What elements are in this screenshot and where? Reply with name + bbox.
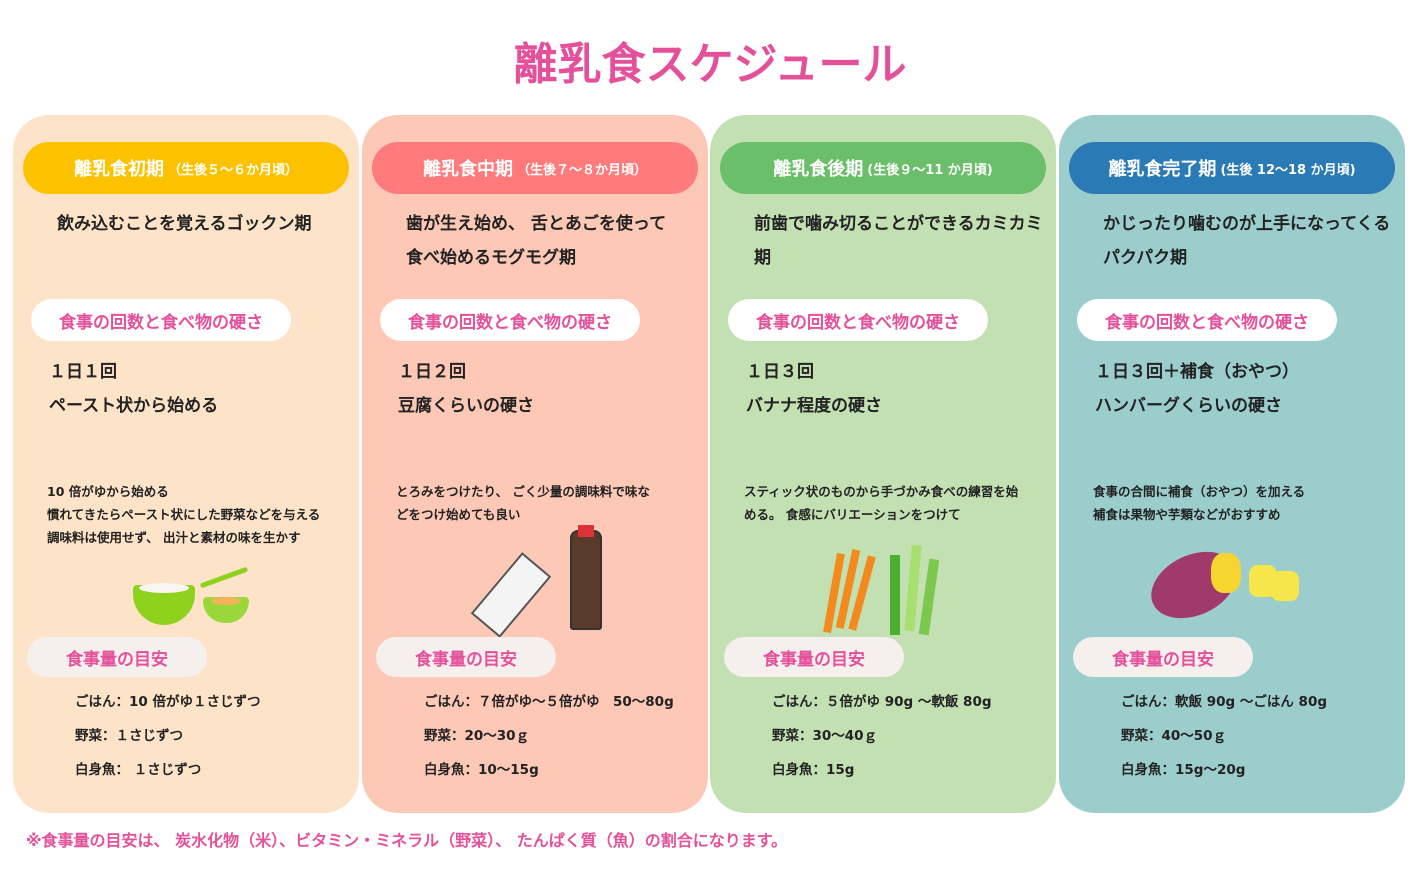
stage-notes: 食事の合間に補食（おやつ）を加える補食は果物や芋類などがおすすめ (1093, 480, 1393, 526)
frequency-heading: 食事の回数と食べ物の硬さ (728, 299, 988, 341)
stage-description: 飲み込むことを覚えるゴックン期 (57, 207, 347, 241)
note-line: 食事の合間に補食（おやつ）を加える (1093, 484, 1306, 499)
frequency-line: １日３回 (746, 362, 814, 382)
stage-notes: 10 倍がゆから始める慣れてきたらペースト状にした野菜などを与える調味料は使用せ… (47, 480, 347, 549)
stage-description: 前歯で噛み切ることができるカミカミ期 (754, 207, 1044, 275)
stage-notes: スティック状のものから手づかみ食べの練習を始める。 食感にバリエーションをつけて (744, 480, 1044, 526)
amount-list: ごはん：軟飯 90g ～ごはん 80g 野菜：40～50ｇ 白身魚：15g～20g (1121, 685, 1327, 787)
description-line: かじったり噛むのが上手になってくる (1103, 214, 1391, 234)
stage-age: （生後７～８か月頃） (516, 162, 647, 178)
amount-heading: 食事量の目安 (724, 637, 904, 677)
stage-card: 離乳食初期（生後５～６か月頃） 飲み込むことを覚えるゴックン期 食事の回数と食べ… (13, 115, 359, 813)
amount-line: 野菜：20～30ｇ (424, 728, 530, 744)
note-line: どをつけ始めても良い (396, 507, 521, 522)
description-line: 食べ始めるモグモグ期 (406, 248, 576, 268)
frequency-line: バナナ程度の硬さ (746, 396, 882, 416)
stage-name: 離乳食初期 (73, 159, 164, 180)
amount-line: ごはん：７倍がゆ～５倍がゆ 50～80g (424, 694, 674, 710)
footnote: ※食事量の目安は、 炭水化物（米）、ビタミン・ミネラル（野菜）、 たんぱく質（魚… (26, 831, 788, 850)
stage-description: かじったり噛むのが上手になってくるパクパク期 (1103, 207, 1393, 275)
stage-age: （生後５～６か月頃） (167, 162, 298, 178)
description-line: 前歯で噛み切ることができるカミカミ期 (754, 214, 1043, 268)
stage-notes: とろみをつけたり、 ごく少量の調味料で味などをつけ始めても良い (396, 480, 696, 526)
note-line: 10 倍がゆから始める (47, 484, 169, 499)
amount-list: ごはん：５倍がゆ 90g ～軟飯 80g 野菜：30～40ｇ 白身魚：15g (772, 685, 992, 787)
stage-card: 離乳食完了期(生後 12～18 か月頃) かじったり噛むのが上手になってくるパク… (1059, 115, 1405, 813)
stage-age: (生後９～11 か月頃) (867, 162, 993, 178)
amount-line: 野菜：１さじずつ (75, 728, 183, 744)
frequency-info: １日３回＋補食（おやつ） ハンバーグくらいの硬さ (1095, 355, 1299, 423)
frequency-heading: 食事の回数と食べ物の硬さ (1077, 299, 1337, 341)
note-line: 慣れてきたらペースト状にした野菜などを与える (47, 507, 321, 522)
stage-name: 離乳食後期 (773, 159, 864, 180)
frequency-line: 豆腐くらいの硬さ (398, 396, 534, 416)
frequency-info: １日１回ペースト状から始める (49, 355, 218, 423)
stage-header: 離乳食完了期(生後 12～18 か月頃) (1069, 142, 1395, 194)
amount-line: 野菜：40～50ｇ (1121, 728, 1227, 744)
page-title: 離乳食スケジュール (513, 39, 907, 90)
amount-heading: 食事量の目安 (376, 637, 556, 677)
note-line: 調味料は使用せず、 出汁と素材の味を生かす (47, 530, 301, 545)
amount-list: ごはん：７倍がゆ～５倍がゆ 50～80g 野菜：20～30ｇ 白身魚：10～15g (424, 685, 674, 787)
amount-line: ごはん：５倍がゆ 90g ～軟飯 80g (772, 694, 992, 710)
note-line: める。 食感にバリエーションをつけて (744, 507, 961, 522)
amount-line: ごはん：10 倍がゆ１さじずつ (75, 694, 261, 710)
stage-card: 離乳食中期（生後７～８か月頃） 歯が生え始め、 舌とあごを使って食べ始めるモグモ… (362, 115, 708, 813)
frequency-info: １日３回バナナ程度の硬さ (746, 355, 882, 423)
description-line: 歯が生え始め、 舌とあごを使って (406, 214, 667, 234)
amount-line: 野菜：30～40ｇ (772, 728, 878, 744)
stage-description: 歯が生え始め、 舌とあごを使って食べ始めるモグモグ期 (406, 207, 696, 275)
note-line: スティック状のものから手づかみ食べの練習を始 (744, 484, 1019, 499)
stage-header: 離乳食中期（生後７～８か月頃） (372, 142, 698, 194)
stage-header: 離乳食初期（生後５～６か月頃） (23, 142, 349, 194)
stage-age: (生後 12～18 か月頃) (1220, 162, 1356, 178)
note-line: 補食は果物や芋類などがおすすめ (1093, 507, 1281, 522)
frequency-line: ハンバーグくらいの硬さ (1095, 396, 1282, 416)
amount-list: ごはん：10 倍がゆ１さじずつ野菜：１さじずつ白身魚： １さじずつ (75, 685, 261, 787)
note-line: とろみをつけたり、 ごく少量の調味料で味な (396, 484, 650, 499)
frequency-line: １日３回＋補食（おやつ） (1095, 362, 1299, 382)
amount-line: 白身魚：10～15g (424, 762, 539, 778)
amount-heading: 食事量の目安 (1073, 637, 1253, 677)
frequency-line: １日１回 (49, 362, 117, 382)
stage-name: 離乳食中期 (422, 159, 513, 180)
frequency-heading: 食事の回数と食べ物の硬さ (31, 299, 291, 341)
amount-line: ごはん：軟飯 90g ～ごはん 80g (1121, 694, 1327, 710)
stage-name: 離乳食完了期 (1108, 159, 1217, 180)
frequency-heading: 食事の回数と食べ物の硬さ (380, 299, 640, 341)
amount-line: 白身魚：15g (772, 762, 855, 778)
frequency-line: ペースト状から始める (49, 396, 219, 416)
stage-header: 離乳食後期(生後９～11 か月頃) (720, 142, 1046, 194)
frequency-info: １日２回豆腐くらいの硬さ (398, 355, 534, 423)
description-line: パクパク期 (1103, 248, 1188, 268)
stage-card: 離乳食後期(生後９～11 か月頃) 前歯で噛み切ることができるカミカミ期 食事の… (710, 115, 1056, 813)
amount-line: 白身魚：15g～20g (1121, 762, 1246, 778)
frequency-line: １日２回 (398, 362, 466, 382)
amount-heading: 食事量の目安 (27, 637, 207, 677)
amount-line: 白身魚： １さじずつ (75, 762, 202, 778)
description-line: 飲み込むことを覚えるゴックン期 (57, 214, 312, 234)
